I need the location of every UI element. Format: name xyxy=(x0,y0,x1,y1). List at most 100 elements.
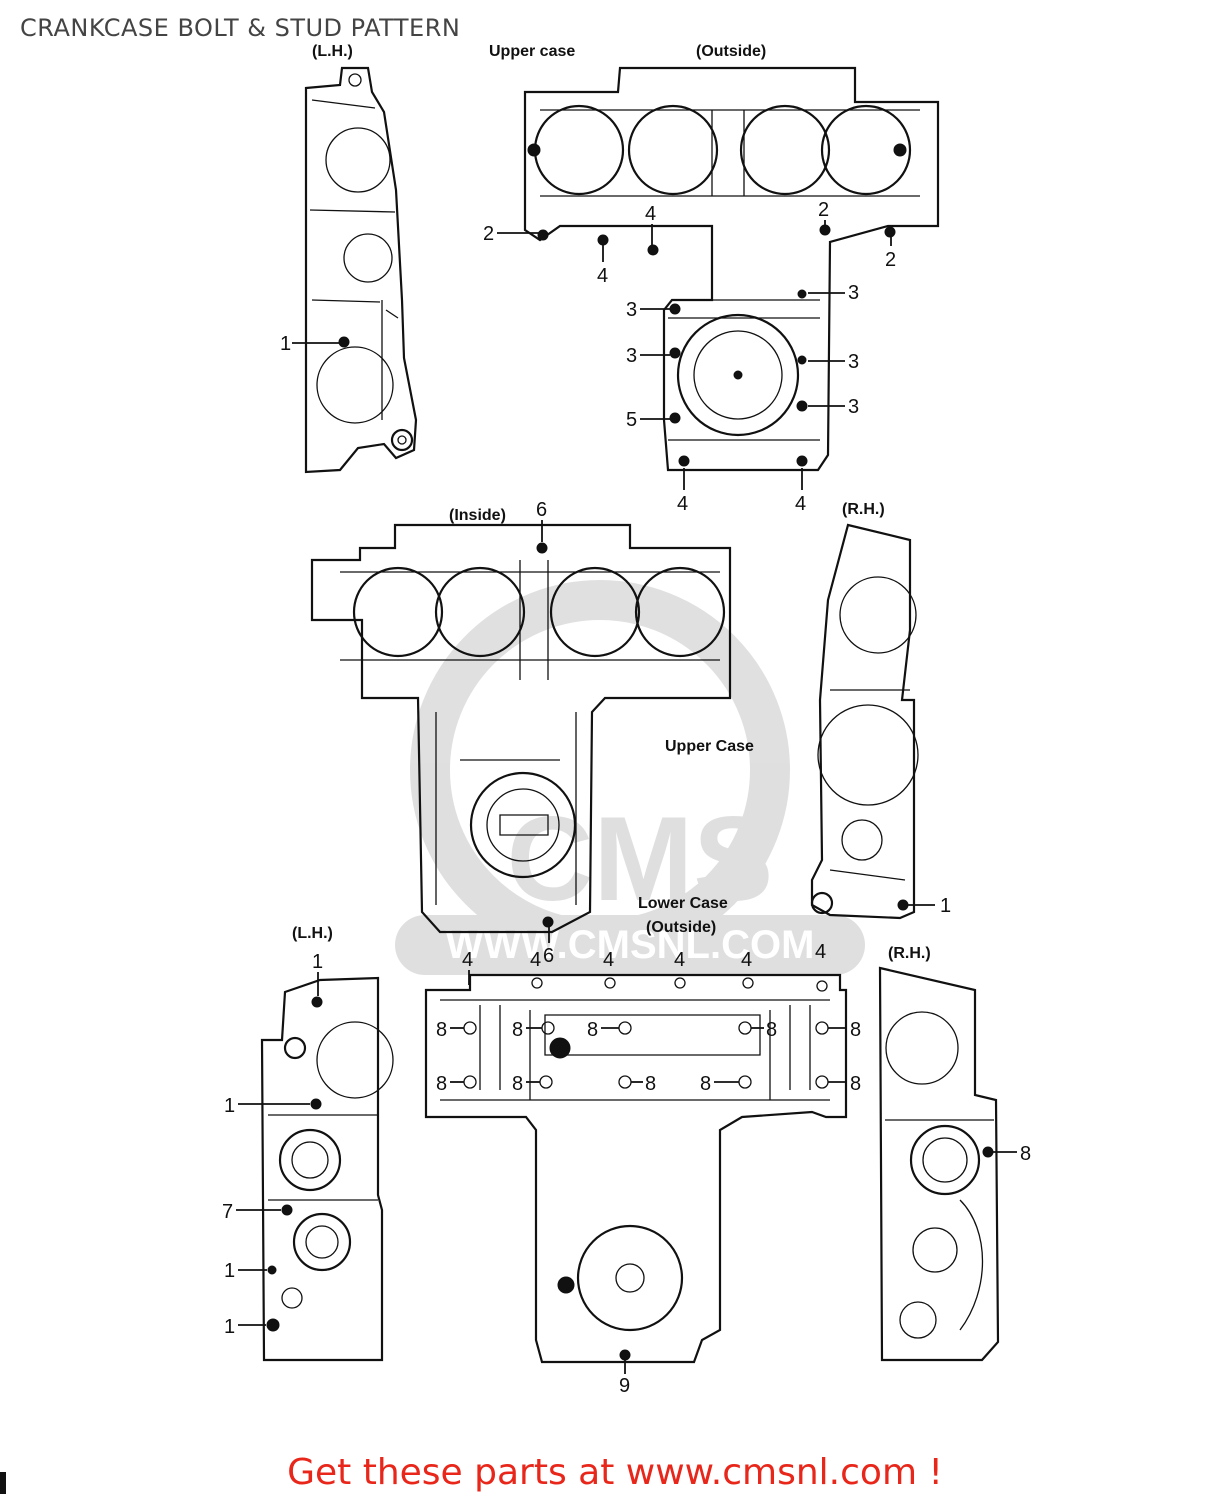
callout-lower-8-g: 8 xyxy=(512,1073,540,1095)
svg-text:4: 4 xyxy=(677,493,688,515)
page-title: CRANKCASE BOLT & STUD PATTERN xyxy=(20,14,461,42)
caption-rh-bottom: (R.H.) xyxy=(888,945,931,962)
svg-text:1: 1 xyxy=(312,951,323,973)
lh-lower-case-side-view xyxy=(260,976,394,1362)
caption-outside-lower: (Outside) xyxy=(646,919,716,936)
svg-text:1: 1 xyxy=(224,1260,235,1282)
svg-text:3: 3 xyxy=(848,396,859,418)
svg-text:7: 7 xyxy=(222,1201,233,1223)
svg-text:1: 1 xyxy=(940,895,951,917)
callout-upper-2-right-top: 2 xyxy=(818,199,829,226)
callout-upper-5: 5 xyxy=(626,409,670,431)
callout-lower-4-c: 4 xyxy=(603,949,614,971)
callout-upper-3-right-a: 3 xyxy=(808,282,859,304)
svg-text:4: 4 xyxy=(815,941,826,963)
callout-upper-3-right-b: 3 xyxy=(808,351,859,373)
caption-rh-mid: (R.H.) xyxy=(842,501,885,518)
svg-text:4: 4 xyxy=(795,493,806,515)
svg-text:4: 4 xyxy=(603,949,614,971)
callout-upper-2-right: 2 xyxy=(885,237,896,271)
watermark-brand: CMS xyxy=(507,792,774,926)
callout-upper-3-left-a: 3 xyxy=(626,299,670,321)
callout-lower-8-d: 8 xyxy=(751,1019,777,1041)
svg-text:8: 8 xyxy=(700,1073,711,1095)
callout-lower-8-i: 8 xyxy=(700,1073,739,1095)
watermark-url: WWW.CMSNL.COM xyxy=(446,923,815,967)
callout-inside-6-top: 6 xyxy=(536,499,547,542)
callout-lower-4-a: 4 xyxy=(462,949,473,985)
callout-upper-3-left-b: 3 xyxy=(626,345,670,367)
caption-upper-case-inside: Upper Case xyxy=(665,738,754,755)
callout-lh-lower-1-b: 1 xyxy=(224,1095,310,1117)
upper-case-outside-view xyxy=(523,66,940,472)
callout-lower-8-a: 8 xyxy=(436,1019,464,1041)
callout-lower-8-e: 8 xyxy=(828,1019,861,1041)
svg-text:1: 1 xyxy=(224,1316,235,1338)
svg-text:6: 6 xyxy=(536,499,547,521)
callout-lower-4-e: 4 xyxy=(741,949,752,971)
callout-lower-8-c: 8 xyxy=(587,1019,619,1041)
callout-rh-1: 1 xyxy=(908,895,951,917)
lh-upper-case-side-view xyxy=(304,66,418,474)
svg-text:5: 5 xyxy=(626,409,637,431)
caption-lh-bottom: (L.H.) xyxy=(292,925,333,942)
callout-upper-4-mid: 4 xyxy=(597,245,608,287)
caption-upper-case: Upper case xyxy=(489,43,575,60)
callout-lh-lower-7: 7 xyxy=(222,1201,281,1223)
lower-case-outside-view xyxy=(424,973,848,1364)
caption-lh-top: (L.H.) xyxy=(312,43,353,60)
svg-text:9: 9 xyxy=(619,1375,630,1397)
svg-text:1: 1 xyxy=(280,333,291,355)
svg-text:6: 6 xyxy=(543,945,554,967)
svg-text:4: 4 xyxy=(674,949,685,971)
callout-lh-lower-1-c: 1 xyxy=(224,1260,267,1282)
svg-text:3: 3 xyxy=(626,299,637,321)
svg-text:3: 3 xyxy=(848,282,859,304)
cmsnl-watermark: CMS WWW.CMSNL.COM xyxy=(395,580,865,975)
callout-lower-8-j: 8 xyxy=(828,1073,861,1095)
callout-lower-4-f: 4 xyxy=(815,941,826,963)
callout-lower-4-d: 4 xyxy=(674,949,685,971)
caption-inside: (Inside) xyxy=(449,507,506,524)
svg-text:3: 3 xyxy=(626,345,637,367)
svg-text:3: 3 xyxy=(848,351,859,373)
svg-text:1: 1 xyxy=(224,1095,235,1117)
svg-text:4: 4 xyxy=(597,265,608,287)
svg-text:2: 2 xyxy=(483,223,494,245)
callout-lower-8-f: 8 xyxy=(436,1073,464,1095)
caption-lower-case: Lower Case xyxy=(638,895,728,912)
callout-upper-4-bottom-right: 4 xyxy=(795,468,806,515)
callout-rh-lower-8: 8 xyxy=(993,1143,1031,1165)
svg-text:8: 8 xyxy=(850,1019,861,1041)
callout-lower-9: 9 xyxy=(619,1360,630,1397)
rh-upper-case-side-view xyxy=(810,523,919,920)
svg-text:8: 8 xyxy=(512,1019,523,1041)
svg-text:2: 2 xyxy=(885,249,896,271)
svg-text:8: 8 xyxy=(850,1073,861,1095)
callout-upper-2-left: 2 xyxy=(483,223,540,245)
corner-mark xyxy=(0,1472,6,1494)
callout-lower-8-h: 8 xyxy=(631,1073,656,1095)
rh-lower-case-side-view xyxy=(878,966,1000,1362)
callout-inside-6-bottom: 6 xyxy=(543,927,554,967)
svg-text:8: 8 xyxy=(436,1073,447,1095)
upper-case-inside-view xyxy=(310,523,732,934)
callout-lh-1: 1 xyxy=(280,333,340,355)
svg-text:8: 8 xyxy=(766,1019,777,1041)
callout-lower-8-b: 8 xyxy=(512,1019,542,1041)
svg-text:8: 8 xyxy=(436,1019,447,1041)
svg-text:4: 4 xyxy=(530,949,541,971)
callout-lh-lower-1-a: 1 xyxy=(312,951,323,996)
footer-link[interactable]: Get these parts at www.cmsnl.com ! xyxy=(287,1452,943,1493)
svg-text:4: 4 xyxy=(645,203,656,225)
callout-upper-4-top: 4 xyxy=(645,203,656,246)
svg-text:4: 4 xyxy=(741,949,752,971)
svg-text:4: 4 xyxy=(462,949,473,971)
caption-outside-top: (Outside) xyxy=(696,43,766,60)
svg-text:8: 8 xyxy=(1020,1143,1031,1165)
callout-lh-lower-1-d: 1 xyxy=(224,1316,266,1338)
svg-text:2: 2 xyxy=(818,199,829,221)
callout-upper-4-bottom-left: 4 xyxy=(677,468,688,515)
callout-lower-4-b: 4 xyxy=(530,949,541,971)
